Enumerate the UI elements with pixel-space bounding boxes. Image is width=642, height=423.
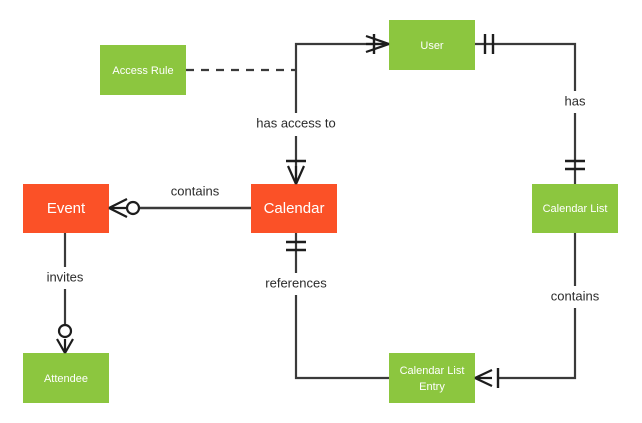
entity-calendar-box[interactable] (251, 184, 337, 233)
entity-access-rule[interactable]: Access Rule (100, 45, 186, 95)
relationship-label-references: references (265, 275, 327, 290)
connector-contains-entry (498, 233, 577, 380)
entity-attendee-box[interactable] (23, 353, 109, 403)
cardinality-attendee-zero-many-icon (56, 323, 74, 354)
entity-event[interactable]: Event (23, 184, 109, 233)
entity-calendar-list-entry[interactable]: Calendar List Entry (389, 353, 475, 403)
entity-calendar-list-box[interactable] (532, 184, 618, 233)
cardinality-calendar-top-icon (286, 159, 306, 185)
entity-access-rule-label: Access Rule (112, 65, 173, 77)
cardinality-user-many-icon (365, 34, 390, 54)
relationship-label-has: has (565, 93, 586, 108)
entity-event-label: Event (47, 200, 86, 217)
connector-has-access-to (294, 42, 389, 184)
relationship-label-contains-entry: contains (551, 288, 600, 303)
cardinality-event-zero-many-icon (108, 198, 141, 218)
entity-user-box[interactable] (389, 20, 475, 70)
entity-calendar[interactable]: Calendar (251, 184, 337, 233)
connector-has (475, 42, 577, 184)
relationship-label-has-access-to: has access to (256, 115, 336, 130)
relationship-label-contains-calendar: contains (171, 183, 220, 198)
entity-user[interactable]: User (389, 20, 475, 70)
entity-calendar-label: Calendar (264, 200, 325, 217)
entity-user-label: User (420, 40, 444, 52)
relationship-label-invites: invites (47, 269, 84, 284)
entity-calendar-list-entry-box[interactable] (389, 353, 475, 403)
cardinality-user-one-icon (483, 34, 495, 54)
entity-attendee[interactable]: Attendee (23, 353, 109, 403)
entity-event-box[interactable] (23, 184, 109, 233)
entity-calendar-list-label: Calendar List (543, 203, 608, 215)
entity-access-rule-box[interactable] (100, 45, 186, 95)
entity-calendar-list[interactable]: Calendar List (532, 184, 618, 233)
cardinality-calendar-bottom-icon (286, 240, 306, 252)
entity-attendee-label: Attendee (44, 373, 88, 385)
cardinality-entry-many-icon (474, 368, 500, 388)
entity-calendar-list-entry-label-line1: Calendar List (400, 365, 465, 377)
cardinality-calendar-list-one-icon (565, 159, 585, 171)
entity-calendar-list-entry-label-line2: Entry (419, 381, 445, 393)
connector-references (294, 233, 389, 380)
